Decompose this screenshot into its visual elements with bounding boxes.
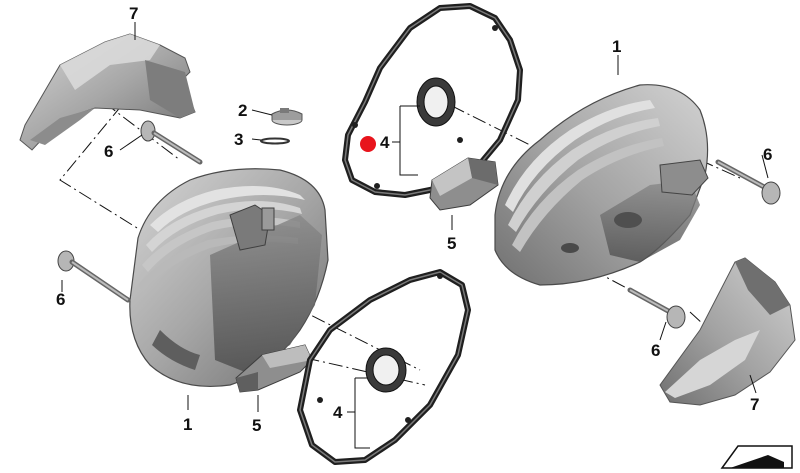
seal-ring-part-4-bottom: [365, 347, 407, 393]
cylinder-cover-part-1-left: [129, 168, 329, 388]
callout-1-left: 1: [183, 415, 192, 434]
callout-6-right-upper: 6: [763, 145, 772, 164]
oring-part-3: [260, 137, 290, 145]
cap-part-2: [271, 108, 303, 126]
callout-6-left-lower: 6: [56, 290, 65, 309]
cover-part-7-right: [659, 257, 796, 406]
callout-1-right: 1: [612, 37, 621, 56]
callout-6-left-upper: 6: [104, 142, 113, 161]
insert-part-5-top: [429, 157, 499, 211]
gasket-part-4-top: [342, 3, 523, 198]
bolt-part-6-right-upper: [715, 159, 781, 205]
callouts: 7 2 3 6 4 5 1 6 6 1 5 4 6 7: [56, 4, 772, 435]
callout-2: 2: [238, 101, 247, 120]
red-dot-marker[interactable]: [360, 136, 376, 152]
callout-7-top: 7: [129, 4, 138, 23]
callout-5-top: 5: [447, 234, 456, 253]
cover-part-7-left: [19, 33, 196, 151]
callout-3: 3: [234, 130, 243, 149]
cylinder-cover-part-1-right: [494, 84, 709, 286]
seal-ring-part-4-top: [416, 77, 456, 127]
folder-icon: [720, 445, 793, 469]
callout-6-right-lower: 6: [651, 341, 660, 360]
insert-part-5-bottom: [235, 344, 313, 393]
bolt-part-6-left-lower: [57, 250, 131, 303]
callout-5-bottom: 5: [252, 416, 261, 435]
leader-lines: [61, 22, 769, 449]
callout-4-top: 4: [380, 133, 390, 152]
bolt-part-6-left-upper: [140, 120, 203, 165]
callout-4-bottom: 4: [333, 403, 343, 422]
callout-7-bottom: 7: [750, 395, 759, 414]
bolt-part-6-right-lower: [627, 287, 686, 329]
gasket-part-4-bottom: [297, 269, 471, 465]
